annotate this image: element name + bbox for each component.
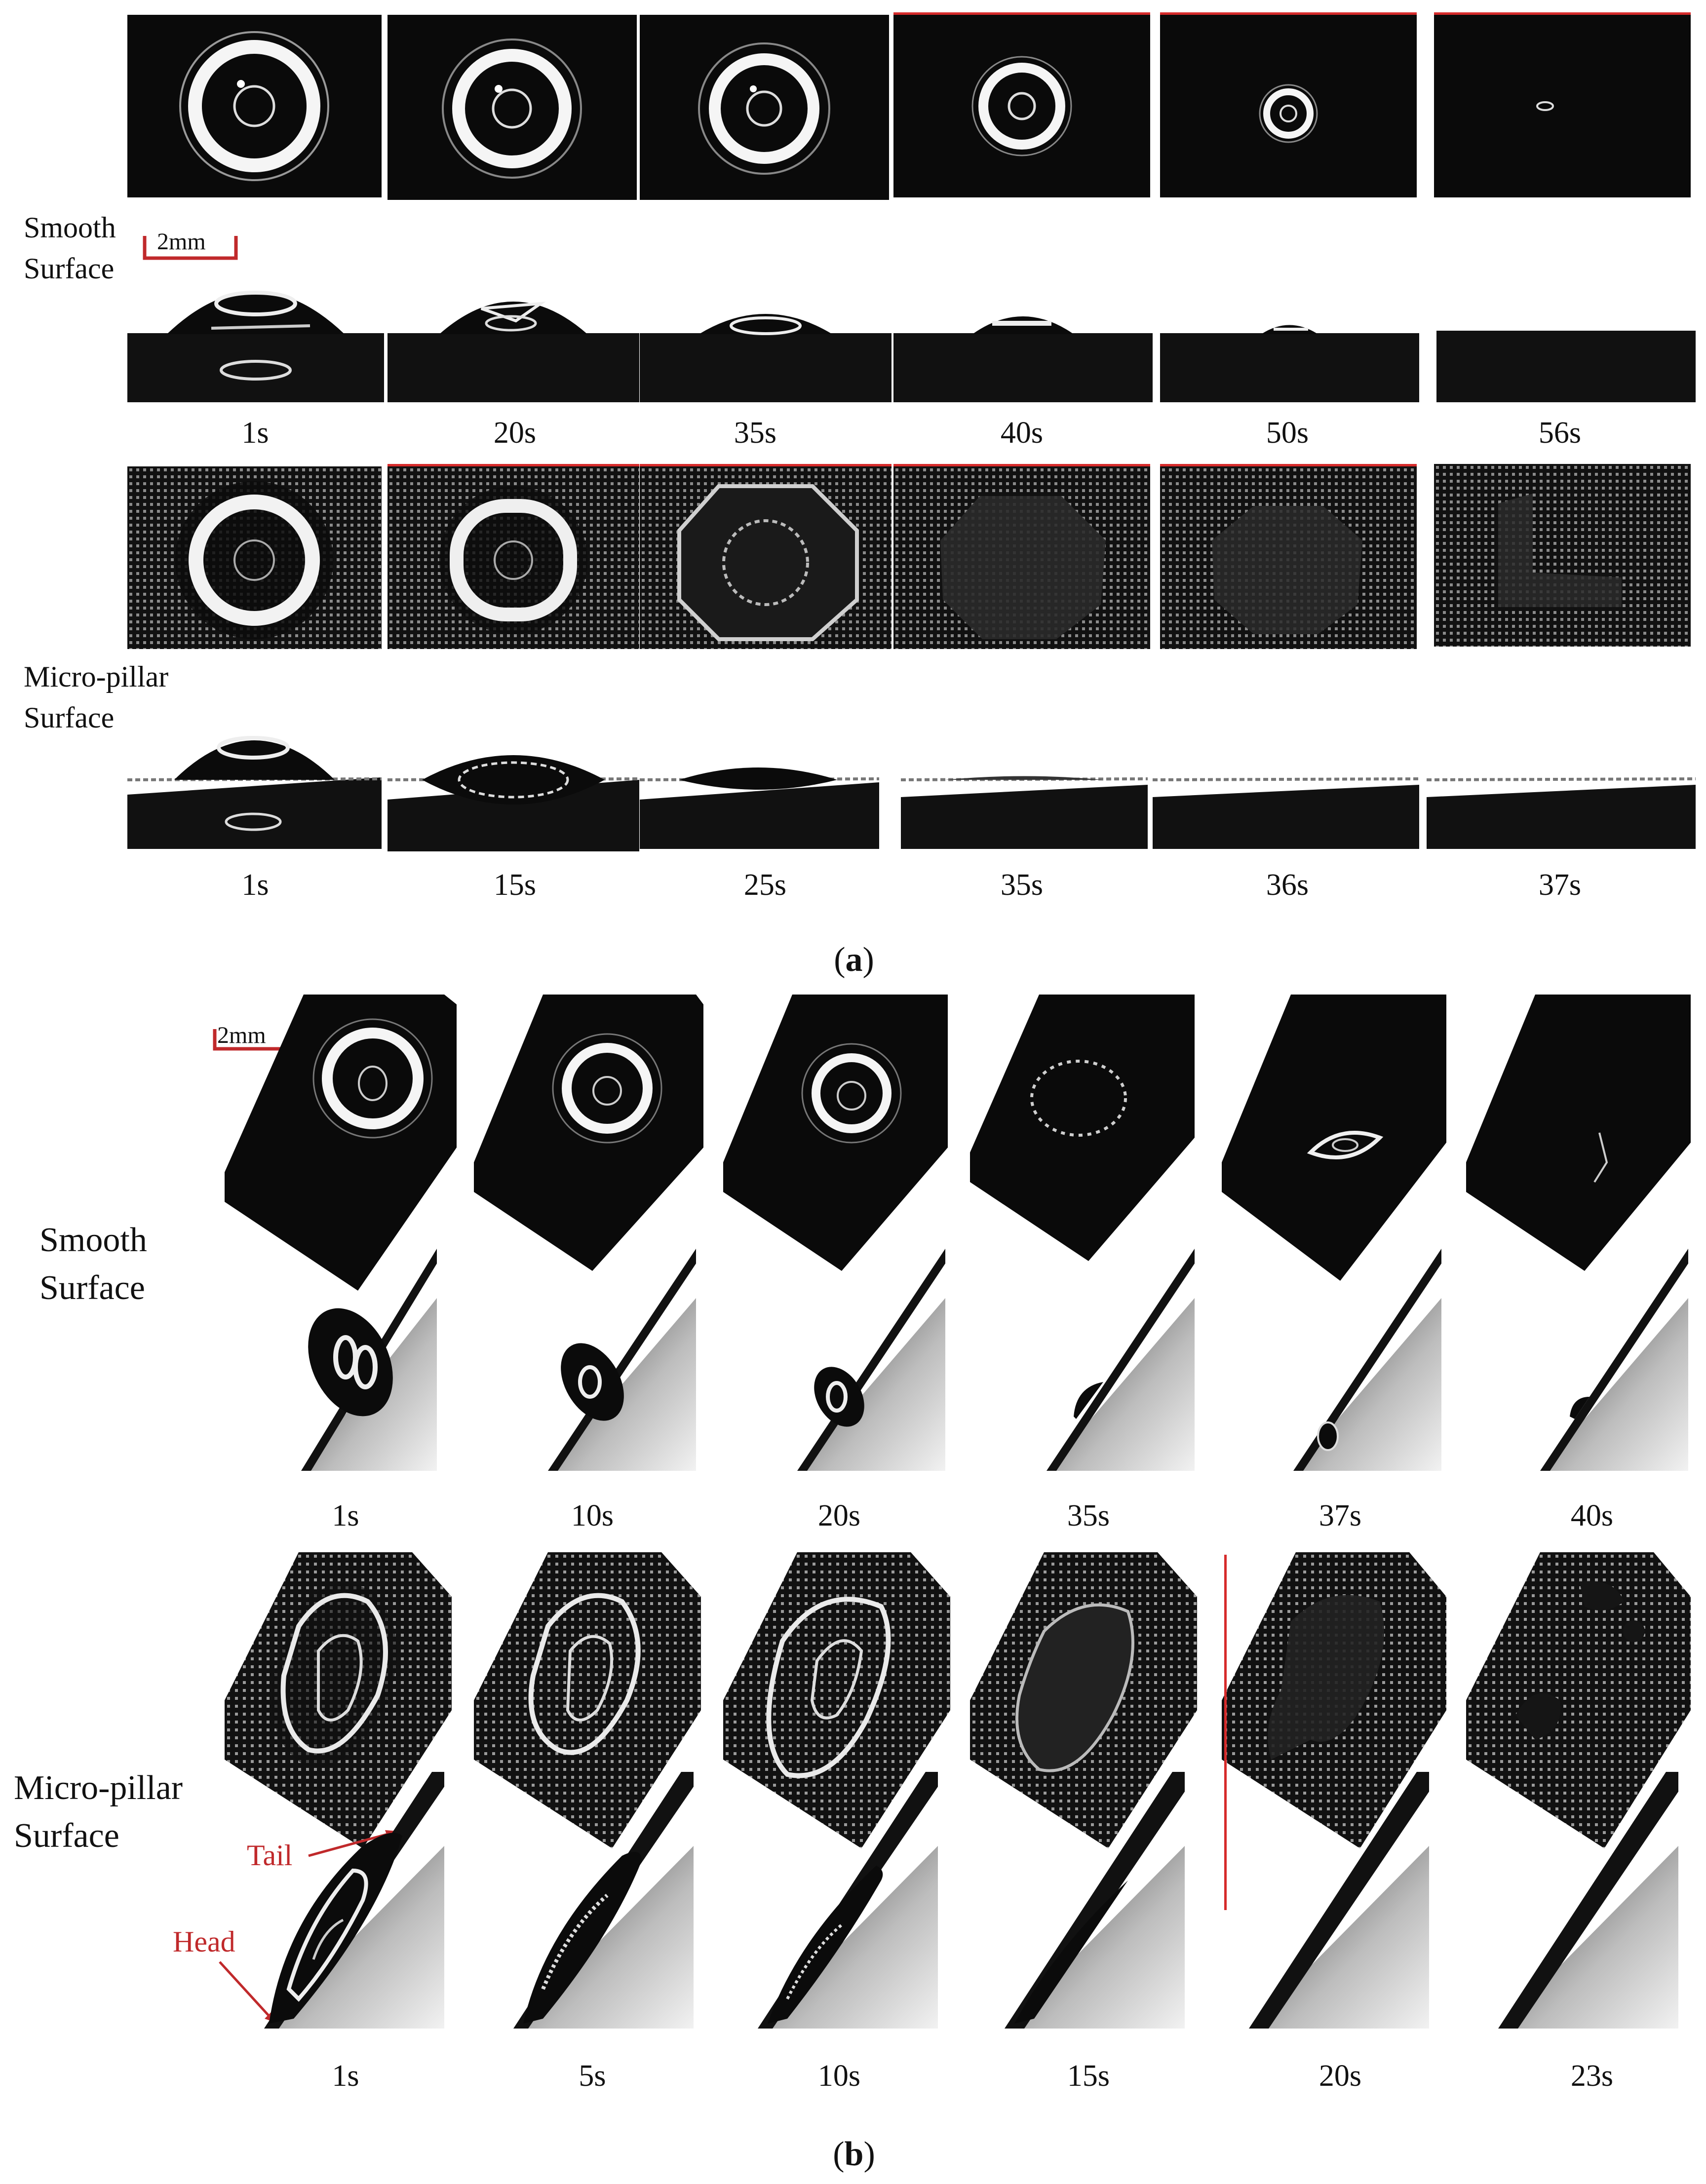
pillar-image <box>1160 464 1417 649</box>
droplet-side-image <box>1160 269 1419 402</box>
tilted-side-image <box>1249 1772 1429 2029</box>
tilted-pillar-image <box>1222 1552 1446 1848</box>
pillar-image <box>893 464 1150 649</box>
tilted-side-image <box>301 1249 437 1471</box>
time-label: 40s <box>1570 1499 1614 1533</box>
caption-b: (b) <box>833 2135 875 2173</box>
tilted-pillar-image <box>1466 1552 1691 1848</box>
time-label: 5s <box>579 2059 606 2093</box>
pillar-image <box>640 464 892 649</box>
droplet-side-image <box>1436 269 1696 402</box>
time-label: 50s <box>1266 416 1309 450</box>
row-label-pillar-a: Micro-pillar Surface <box>24 660 169 734</box>
droplet-image <box>127 15 382 197</box>
droplet-side-image <box>388 269 639 402</box>
time-label: 23s <box>1570 2059 1614 2093</box>
tilted-pillar-image <box>970 1552 1197 1848</box>
time-label: 36s <box>1266 868 1309 902</box>
droplet-side-image <box>893 269 1153 402</box>
time-label: 35s <box>1067 1499 1110 1533</box>
tilted-side-image <box>1005 1772 1185 2029</box>
time-label: 10s <box>817 2059 861 2093</box>
time-label: 40s <box>1000 416 1044 450</box>
droplet-image <box>640 15 889 200</box>
droplet-image <box>388 15 637 200</box>
time-label: 1s <box>241 416 269 450</box>
head-label: Head <box>173 1925 235 1958</box>
row-label-pillar-b: Micro-pillar Surface <box>14 1769 183 1855</box>
tilted-side-image <box>1293 1249 1441 1471</box>
pillar-image <box>388 464 639 649</box>
tail-label: Tail <box>247 1839 293 1872</box>
divider-line <box>1224 1555 1227 1910</box>
tilted-side-image <box>1540 1249 1688 1471</box>
tilted-side-image <box>548 1249 696 1471</box>
tilted-droplet-image <box>970 995 1195 1261</box>
tilted-side-image <box>264 1772 444 2029</box>
caption-a: (a) <box>834 941 874 979</box>
pillar-side-image <box>127 716 382 849</box>
time-label: 35s <box>1000 868 1044 902</box>
pillar-image <box>127 466 382 649</box>
scale-label-a: 2mm <box>157 229 206 255</box>
time-label: 35s <box>734 416 777 450</box>
pillar-side-image <box>1427 716 1696 849</box>
tilted-side-image <box>513 1772 694 2029</box>
tilted-pillar-image <box>225 1552 452 1848</box>
time-label: 37s <box>1318 1499 1362 1533</box>
tilted-droplet-image <box>474 995 703 1271</box>
time-label: 1s <box>332 2059 359 2093</box>
pillar-image <box>1434 464 1691 647</box>
time-label: 20s <box>493 416 537 450</box>
time-label: 15s <box>1067 2059 1110 2093</box>
tilted-side-image <box>797 1249 945 1471</box>
time-label: 1s <box>332 1499 359 1533</box>
tilted-pillar-image <box>474 1552 701 1848</box>
pillar-side-image <box>640 716 879 849</box>
tilted-droplet-image <box>1222 995 1446 1281</box>
time-label: 10s <box>571 1499 614 1533</box>
time-label: 56s <box>1538 416 1582 450</box>
tilted-droplet-image <box>723 995 948 1271</box>
time-label: 20s <box>1318 2059 1362 2093</box>
pillar-side-image <box>1153 716 1419 849</box>
tilted-side-image <box>1047 1249 1195 1471</box>
scale-label-b: 2mm <box>217 1022 266 1048</box>
pillar-side-image <box>901 716 1148 849</box>
time-label: 20s <box>817 1499 861 1533</box>
time-label: 25s <box>743 868 787 902</box>
tilted-side-image <box>1498 1772 1678 2029</box>
tilted-droplet-image <box>225 995 457 1291</box>
row-label-smooth-b: Smooth Surface <box>39 1221 147 1307</box>
pillar-side-image <box>388 716 639 851</box>
tilted-pillar-image <box>723 1552 950 1848</box>
droplet-image <box>1160 12 1417 197</box>
row-label-smooth-a: Smooth Surface <box>24 211 116 285</box>
droplet-side-image <box>640 269 892 402</box>
tilted-droplet-image <box>1466 995 1691 1271</box>
droplet-side-image <box>127 269 384 402</box>
droplet-image <box>893 12 1150 197</box>
droplet-image <box>1434 12 1691 197</box>
time-label: 15s <box>493 868 537 902</box>
tilted-side-image <box>758 1772 938 2029</box>
time-label: 1s <box>241 868 269 902</box>
scale-bar-a <box>143 236 238 260</box>
time-label: 37s <box>1538 868 1582 902</box>
